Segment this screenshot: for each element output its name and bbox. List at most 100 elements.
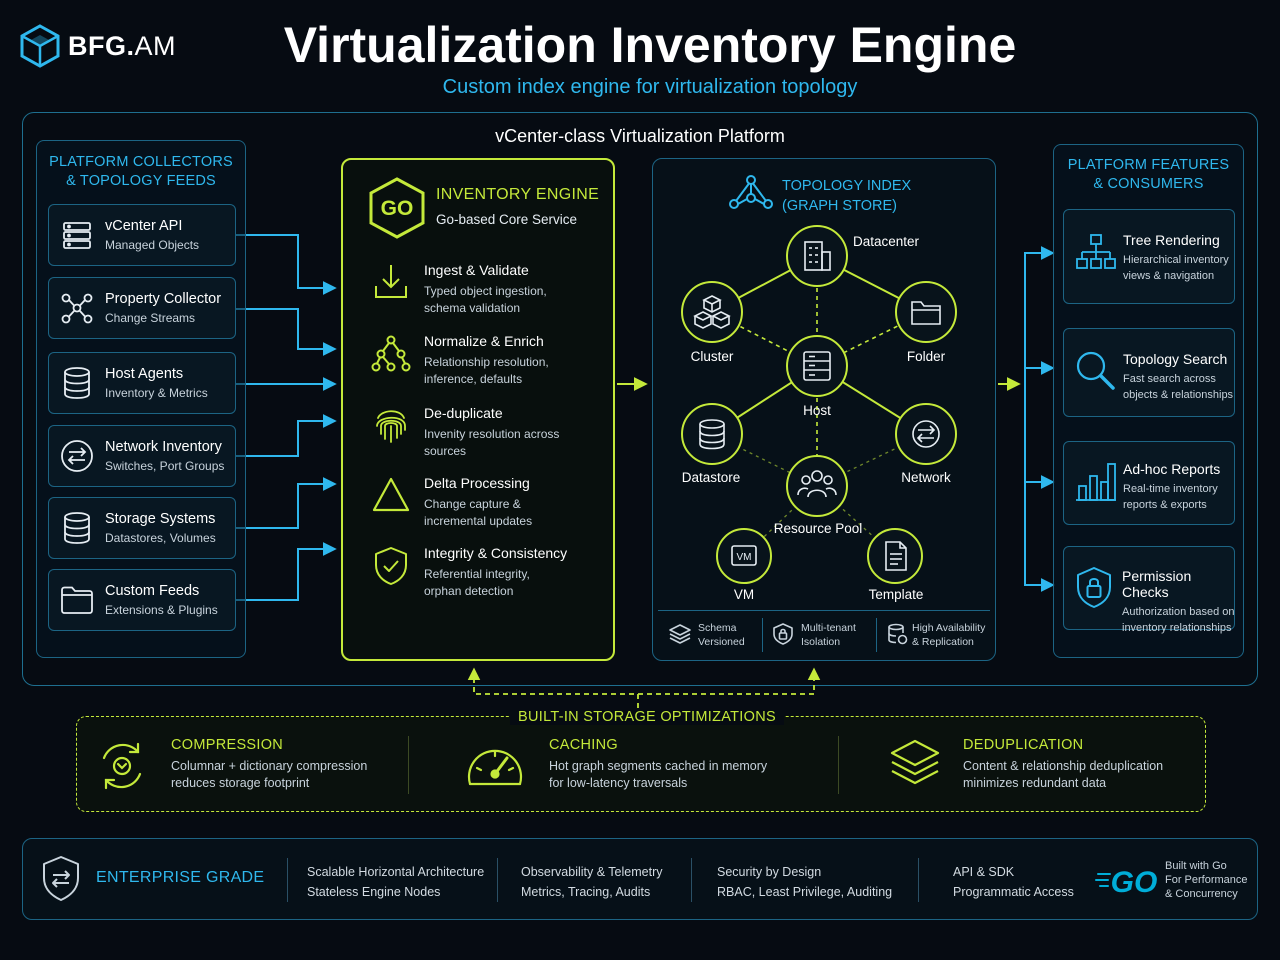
- folder-node-icon: [911, 301, 941, 325]
- step-title: Delta Processing: [424, 475, 530, 491]
- page-subtitle: Custom index engine for virtualization t…: [442, 76, 858, 98]
- node-label-vm: VM: [733, 587, 755, 602]
- node-datastore: [681, 403, 743, 465]
- page-title: Virtualization Inventory Engine: [283, 17, 1017, 73]
- step-desc: schema validation: [424, 300, 521, 315]
- storage-icon: [64, 512, 90, 544]
- storage-item-compression: COMPRESSION Columnar + dictionary compre…: [171, 737, 367, 792]
- node-host: [786, 335, 848, 397]
- storage-item-desc: Columnar + dictionary compression: [171, 759, 368, 773]
- feature-tree-rendering[interactable]: Tree Rendering Hierarchical inventory vi…: [1063, 209, 1235, 304]
- storage-item-desc: reduces storage footprint: [171, 776, 310, 790]
- topology-footer-divider: [658, 610, 990, 611]
- node-label-host: Host: [803, 403, 831, 418]
- feature-desc: Authorization based on: [1122, 606, 1235, 618]
- step-desc: sources: [424, 443, 467, 458]
- step-desc: Referential integrity,: [424, 567, 530, 581]
- engine-title: INVENTORY ENGINE: [436, 186, 600, 203]
- collector-sub: Inventory & Metrics: [105, 386, 208, 400]
- collector-vcenter-api[interactable]: vCenter API Managed Objects: [48, 204, 236, 266]
- storage-item-caching: CACHING Hot graph segments cached in mem…: [549, 737, 767, 792]
- storage-item-desc: Hot graph segments cached in memory: [549, 759, 768, 773]
- node-datacenter: [786, 225, 848, 287]
- storage-divider: [408, 736, 409, 794]
- shield-check-icon: [375, 547, 407, 585]
- enterprise-label: ENTERPRISE GRADE: [96, 869, 265, 886]
- step-desc: Change capture &: [424, 497, 521, 511]
- node-label-folder: Folder: [906, 349, 946, 364]
- server-icon: [63, 222, 91, 249]
- storage-item-title: CACHING: [549, 737, 618, 753]
- bar-chart-icon: [1076, 463, 1116, 501]
- feature-topology-search[interactable]: Topology Search Fast search across objec…: [1063, 328, 1235, 417]
- storage-title: BUILT-IN STORAGE OPTIMIZATIONS: [510, 709, 784, 725]
- node-label-network: Network: [901, 470, 951, 485]
- feature-desc: Fast search across: [1123, 373, 1216, 385]
- collector-name: Custom Feeds: [105, 583, 200, 599]
- people-icon: [797, 470, 837, 498]
- topology-footer-divider: [762, 618, 763, 652]
- search-icon: [1076, 351, 1115, 390]
- shield-lock-icon: [773, 623, 793, 645]
- feature-desc: Hierarchical inventory: [1123, 254, 1229, 266]
- feature-adhoc-reports[interactable]: Ad-hoc Reports Real-time inventory repor…: [1063, 441, 1235, 525]
- step-desc: Relationship resolution,: [424, 355, 549, 369]
- enterprise-bar: [22, 838, 1258, 920]
- collector-name: Network Inventory: [105, 439, 222, 455]
- node-network: [895, 403, 957, 465]
- brand-logo: BFG.AM: [20, 24, 176, 68]
- step-desc: inference, defaults: [424, 371, 523, 386]
- building-icon: [804, 241, 831, 271]
- engine-step: Delta Processing Change capture & increm…: [424, 475, 532, 529]
- feature-desc: Real-time inventory: [1123, 483, 1218, 495]
- feature-desc: reports & exports: [1123, 498, 1207, 511]
- collectors-title: PLATFORM COLLECTORS & TOPOLOGY FEEDS: [49, 154, 233, 189]
- go-logo: GO: [1095, 866, 1158, 899]
- collector-sub: Managed Objects: [105, 238, 200, 252]
- platform-frame: [22, 112, 1258, 686]
- layers-icon: [669, 624, 691, 644]
- step-desc: Invenity resolution across: [424, 427, 560, 441]
- engine-step: Ingest & Validate Typed object ingestion…: [424, 262, 547, 316]
- go-tagline: Built with Go For Performance & Concurre…: [1165, 860, 1248, 900]
- engine-subtitle: Go-based Core Service: [436, 212, 578, 227]
- storage-item-desc: Content & relationship deduplication: [963, 759, 1164, 773]
- go-logo-text: GO: [1111, 866, 1158, 899]
- speedometer-icon: [467, 749, 523, 786]
- tree-icon: [1076, 234, 1116, 269]
- delta-icon: [372, 477, 410, 512]
- step-desc: orphan detection: [424, 583, 514, 598]
- network-graph-icon: [61, 293, 93, 324]
- step-title: Integrity & Consistency: [424, 545, 568, 561]
- topology-title: TOPOLOGY INDEX (GRAPH STORE): [782, 178, 912, 214]
- collector-name: vCenter API: [105, 218, 183, 234]
- datastore-icon: [699, 419, 725, 450]
- document-icon: [885, 541, 907, 571]
- go-badge-text: GO: [381, 197, 414, 220]
- feature-permission-checks[interactable]: Permission Checks Authorization based on…: [1063, 546, 1235, 634]
- engine-step: Integrity & Consistency Referential inte…: [424, 545, 567, 599]
- feature-name: Topology Search: [1123, 351, 1228, 367]
- folder-icon: [61, 586, 93, 614]
- storage-divider: [838, 736, 839, 794]
- shield-arrows-icon: [43, 856, 79, 901]
- shield-lock-icon: [1077, 567, 1111, 608]
- graph-icon: [729, 175, 773, 209]
- engine-step: De-duplicate Invenity resolution across …: [424, 405, 559, 459]
- go-hexagon-badge: GO: [369, 177, 425, 239]
- feature-desc: views & navigation: [1123, 269, 1215, 282]
- node-folder: [895, 281, 957, 343]
- node-label-template: Template: [868, 587, 924, 602]
- collector-name: Property Collector: [105, 291, 222, 307]
- enterprise-divider: [497, 858, 498, 902]
